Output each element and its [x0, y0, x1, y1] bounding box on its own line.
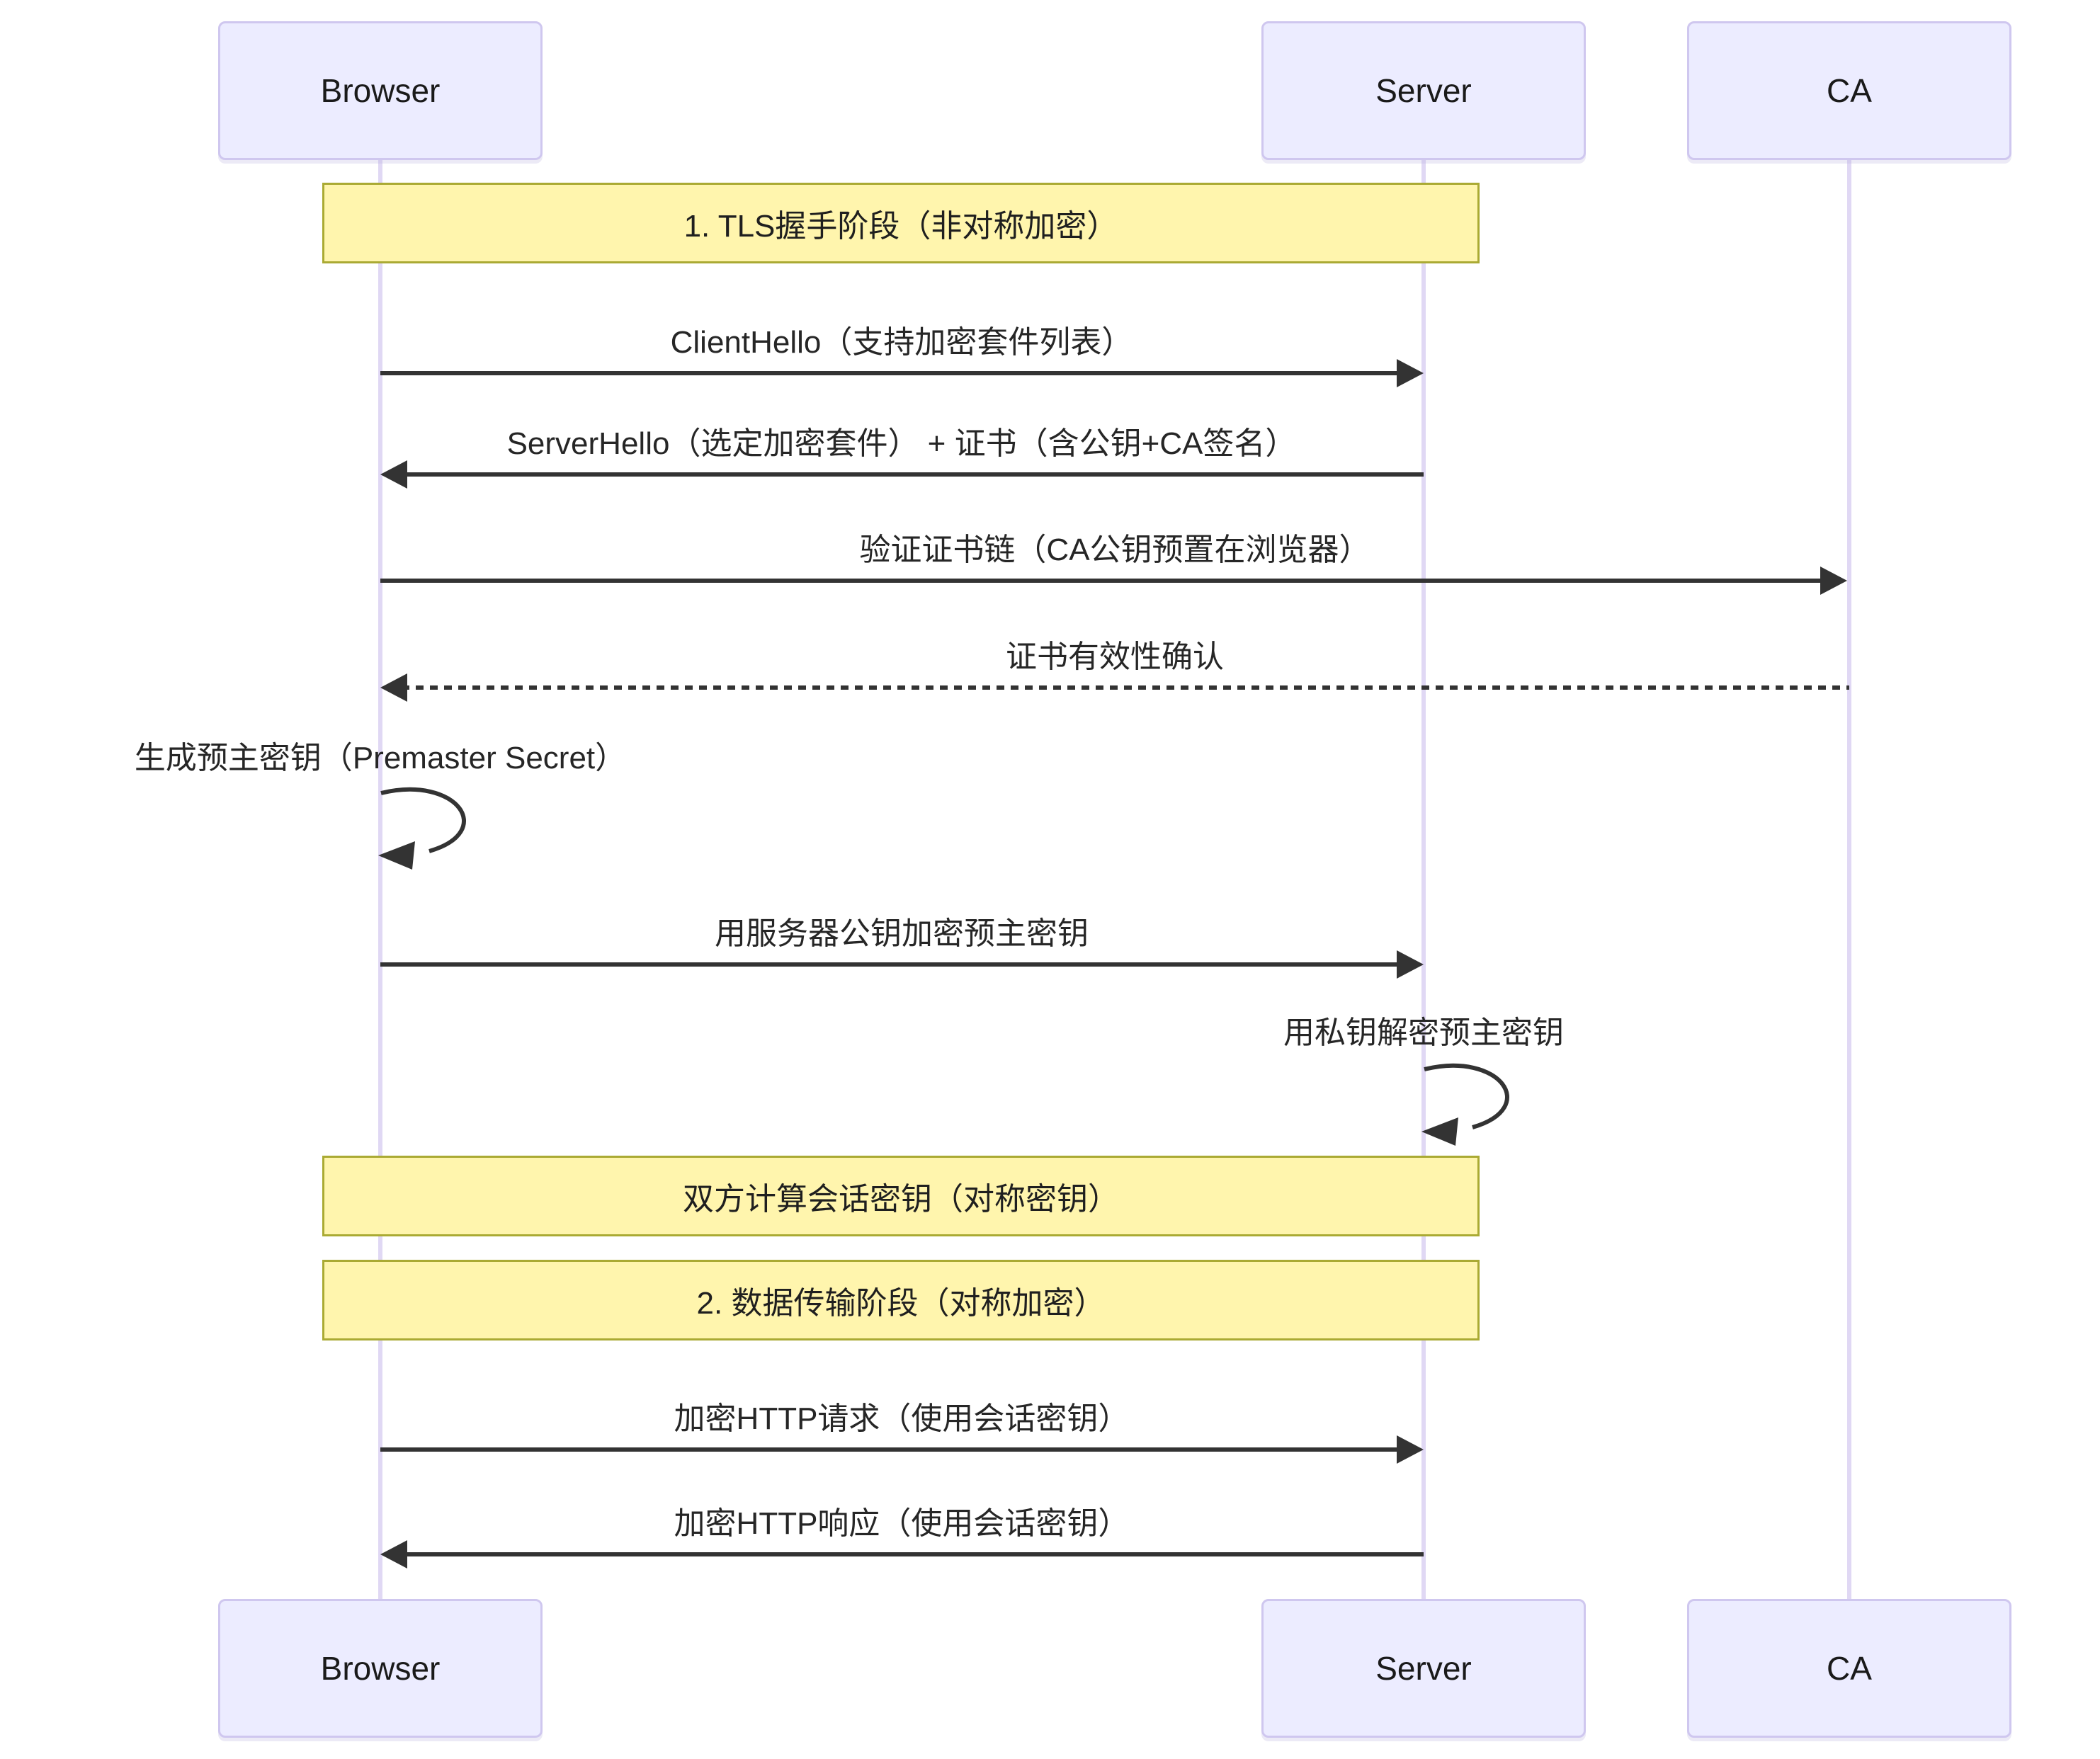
arrowhead-left-icon [380, 1540, 407, 1569]
message-label-clienthello: ClientHello（支持加密套件列表） [670, 325, 1133, 360]
lifeline-ca [1847, 159, 1851, 1600]
actor-bottom-browser: Browser [218, 1599, 543, 1738]
message-label-http-request: 加密HTTP请求（使用会话密钥） [674, 1401, 1130, 1436]
note-label: 双方计算会话密钥（对称密钥） [683, 1182, 1119, 1217]
message-label-serverhello: ServerHello（选定加密套件） + 证书（含公钥+CA签名） [506, 426, 1297, 461]
message-label-decrypt-premaster: 用私钥解密预主密钥 [1283, 1015, 1564, 1050]
note-session-key: 双方计算会话密钥（对称密钥） [322, 1156, 1480, 1236]
arrow-serverhello [402, 472, 1424, 477]
arrowhead-left-icon [380, 673, 407, 702]
actor-top-ca: CA [1687, 21, 2011, 160]
arrowhead-right-icon [1820, 567, 1847, 595]
arrow-http-request [380, 1447, 1400, 1452]
message-label-gen-premaster: 生成预主密钥（Premaster Secret） [134, 741, 627, 775]
arrowhead-right-icon [1397, 950, 1424, 979]
message-label-cert-confirm: 证书有效性确认 [1006, 639, 1224, 674]
message-label-encrypt-premaster: 用服务器公钥加密预主密钥 [715, 916, 1089, 951]
arrowhead-right-icon [1397, 1435, 1424, 1464]
self-loop-arrow-browser [378, 787, 466, 870]
message-label-verify-chain: 验证证书链（CA公钥预置在浏览器） [859, 533, 1370, 567]
message-label-http-response: 加密HTTP响应（使用会话密钥） [674, 1506, 1130, 1541]
lifeline-server [1421, 159, 1426, 1600]
actor-top-browser: Browser [218, 21, 543, 160]
lifeline-browser [378, 159, 382, 1600]
arrowhead-right-icon [1397, 359, 1424, 387]
arrow-verify-chain [380, 579, 1826, 583]
actor-label: Browser [320, 72, 441, 109]
actor-label: CA [1827, 1650, 1872, 1687]
note-tls-handshake-phase: 1. TLS握手阶段（非对称加密） [322, 183, 1480, 263]
note-label: 2. 数据传输阶段（对称加密） [696, 1286, 1106, 1321]
arrow-clienthello [380, 371, 1400, 375]
note-data-transfer-phase: 2. 数据传输阶段（对称加密） [322, 1260, 1480, 1340]
actor-label: CA [1827, 72, 1872, 109]
arrow-cert-confirm-dashed [402, 685, 1849, 690]
note-label: 1. TLS握手阶段（非对称加密） [683, 209, 1118, 244]
self-loop-arrow-server [1421, 1064, 1509, 1146]
actor-bottom-ca: CA [1687, 1599, 2011, 1738]
actor-top-server: Server [1261, 21, 1586, 160]
actor-bottom-server: Server [1261, 1599, 1586, 1738]
actor-label: Server [1375, 1650, 1472, 1687]
actor-label: Server [1375, 72, 1472, 109]
actor-label: Browser [320, 1650, 441, 1687]
arrow-http-response [402, 1552, 1424, 1556]
arrow-encrypt-premaster [380, 962, 1400, 967]
arrowhead-left-icon [380, 460, 407, 489]
